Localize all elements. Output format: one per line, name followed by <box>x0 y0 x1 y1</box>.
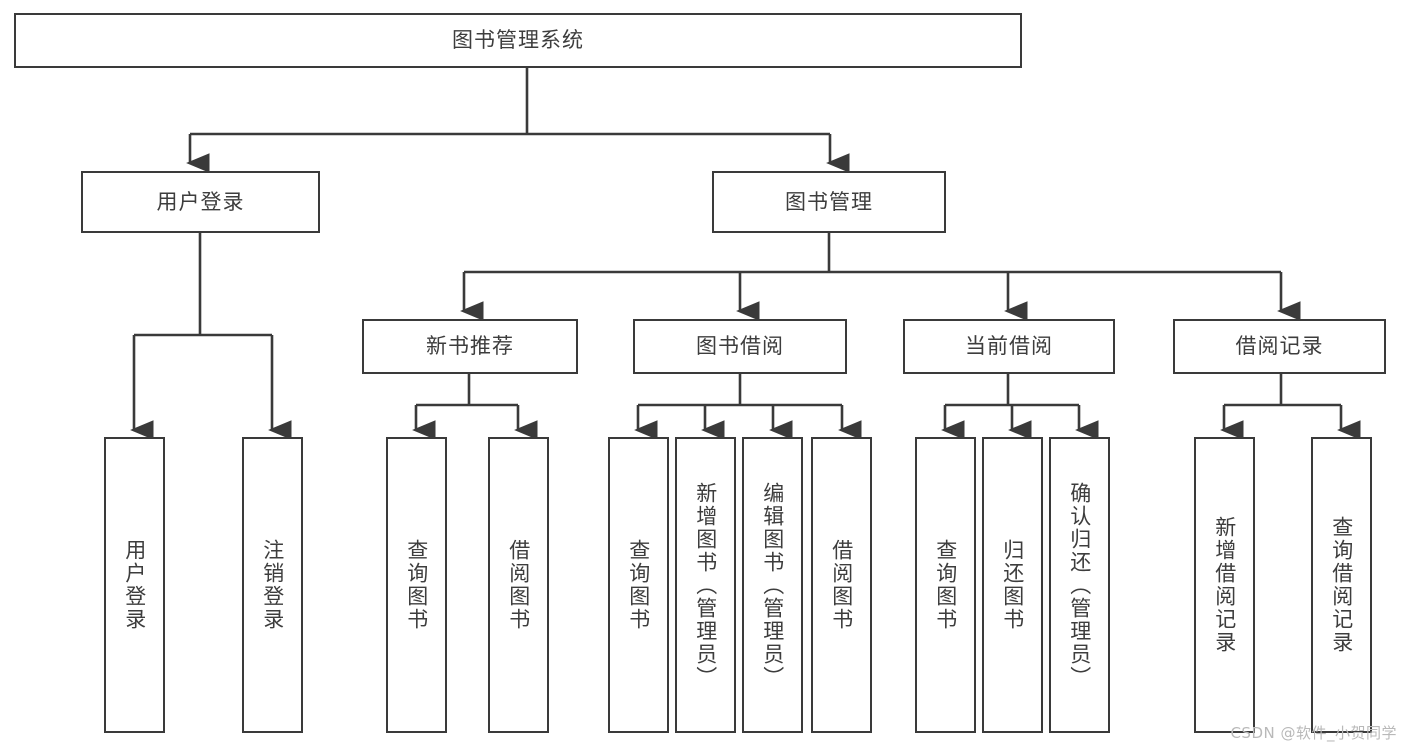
leaf-query-record-label: 查询借阅记录 <box>1329 516 1354 654</box>
node-current-borrow-label: 当前借阅 <box>965 334 1053 359</box>
leaf-return-book-label: 归还图书 <box>1000 539 1025 631</box>
node-root-label: 图书管理系统 <box>452 28 584 53</box>
node-root[interactable]: 图书管理系统 <box>14 13 1022 68</box>
leaf-confirm-return[interactable]: 确认归还（管理员） <box>1049 437 1110 733</box>
leaf-query-book-1[interactable]: 查询图书 <box>386 437 447 733</box>
node-current-borrow[interactable]: 当前借阅 <box>903 319 1115 374</box>
node-book-manage[interactable]: 图书管理 <box>712 171 946 233</box>
leaf-borrow-book-1-label: 借阅图书 <box>506 539 531 631</box>
node-user-login-label: 用户登录 <box>156 189 245 214</box>
leaf-edit-book[interactable]: 编辑图书（管理员） <box>742 437 803 733</box>
leaf-user-login[interactable]: 用户登录 <box>104 437 165 733</box>
leaf-add-record-label: 新增借阅记录 <box>1212 516 1237 654</box>
leaf-query-record[interactable]: 查询借阅记录 <box>1311 437 1372 733</box>
leaf-add-book-label: 新增图书（管理员） <box>693 481 718 689</box>
node-borrow-record[interactable]: 借阅记录 <box>1173 319 1386 374</box>
leaf-add-book[interactable]: 新增图书（管理员） <box>675 437 736 733</box>
leaf-query-book-2[interactable]: 查询图书 <box>608 437 669 733</box>
node-new-book-recommend[interactable]: 新书推荐 <box>362 319 578 374</box>
leaf-logout-login-label: 注销登录 <box>260 539 285 631</box>
leaf-borrow-book-1[interactable]: 借阅图书 <box>488 437 549 733</box>
node-user-login[interactable]: 用户登录 <box>81 171 320 233</box>
watermark: CSDN @软件_小贺同学 <box>1230 724 1397 742</box>
node-new-book-recommend-label: 新书推荐 <box>426 334 514 359</box>
leaf-query-book-2-label: 查询图书 <box>626 539 651 631</box>
node-book-manage-label: 图书管理 <box>785 189 873 214</box>
leaf-query-book-3[interactable]: 查询图书 <box>915 437 976 733</box>
leaf-borrow-book-2-label: 借阅图书 <box>829 539 854 631</box>
leaf-confirm-return-label: 确认归还（管理员） <box>1067 481 1092 689</box>
leaf-add-record[interactable]: 新增借阅记录 <box>1194 437 1255 733</box>
node-book-borrow-label: 图书借阅 <box>696 334 784 359</box>
leaf-return-book[interactable]: 归还图书 <box>982 437 1043 733</box>
leaf-logout-login[interactable]: 注销登录 <box>242 437 303 733</box>
leaf-query-book-3-label: 查询图书 <box>933 539 958 631</box>
node-borrow-record-label: 借阅记录 <box>1235 334 1324 359</box>
leaf-query-book-1-label: 查询图书 <box>404 539 429 631</box>
node-book-borrow[interactable]: 图书借阅 <box>633 319 847 374</box>
leaf-edit-book-label: 编辑图书（管理员） <box>760 481 785 689</box>
leaf-user-login-label: 用户登录 <box>122 539 147 631</box>
leaf-borrow-book-2[interactable]: 借阅图书 <box>811 437 872 733</box>
